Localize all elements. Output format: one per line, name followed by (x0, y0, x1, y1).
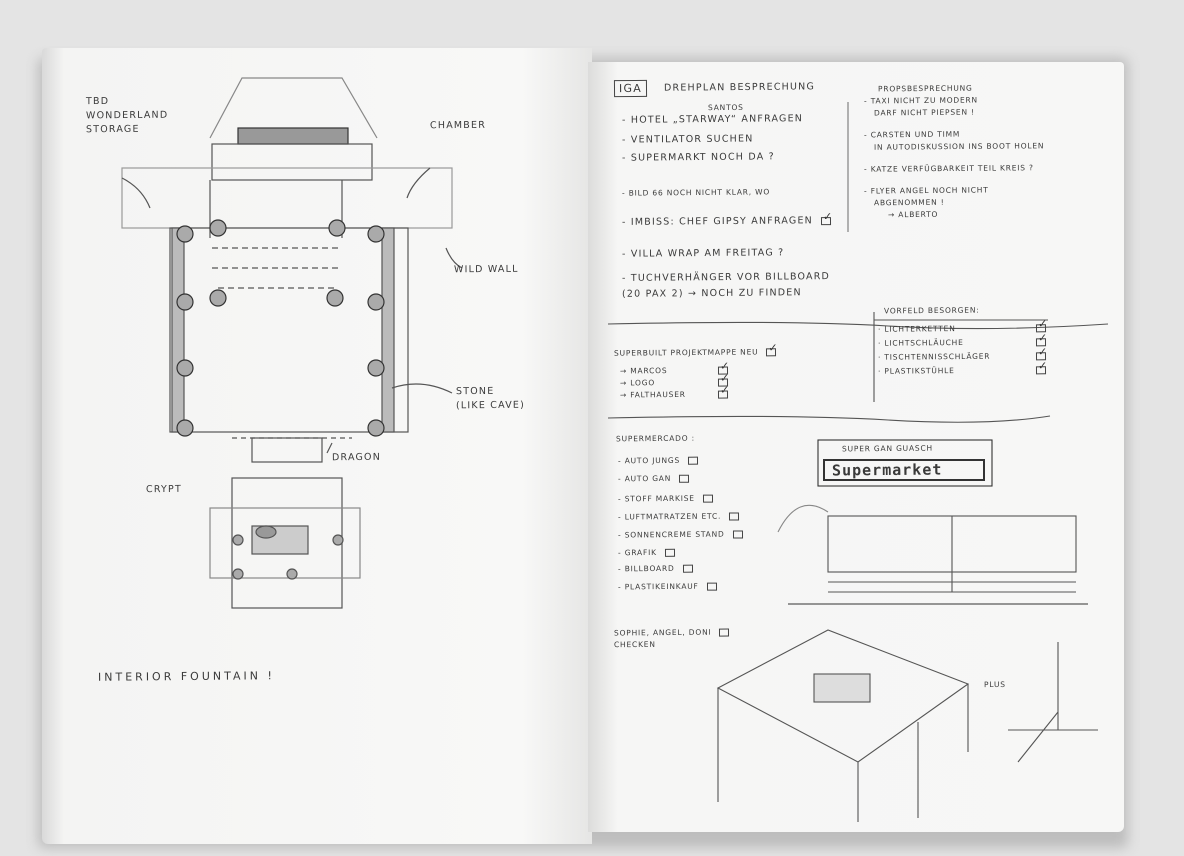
right-page: IGA DREHPLAN BESPRECHUNG SANTOS - HOTEL … (588, 62, 1124, 832)
props-item: → ALBERTO (887, 209, 939, 220)
supermercado-item: - SONNENCREME STAND (617, 529, 743, 540)
label-wonderland: WONDERLAND (85, 109, 169, 122)
checkbox-empty (706, 582, 717, 591)
note-item: - SUPERMARKT NOCH DA ? (621, 151, 775, 164)
vorfeld-item-text: · TISCHTENNISSCHLÄGER (877, 351, 991, 362)
superbuilt-item-text: → FALTHAUSER (619, 389, 686, 400)
label-wild-wall: WILD WALL (453, 263, 519, 276)
checkbox-empty (719, 628, 730, 637)
checkbox-empty (682, 564, 693, 573)
supermercado-item-text: - LUFTMATRATZEN ETC. (617, 511, 722, 522)
checkbox-checked (717, 390, 729, 399)
note-item: - TUCHVERHÄNGER VOR BILLBOARD (621, 271, 831, 284)
label-dragon: DRAGON (331, 451, 382, 464)
supermercado-item-text: - AUTO GAN (617, 473, 672, 484)
props-item: IN AUTODISKUSSION INS BOOT HOLEN (873, 141, 1045, 152)
superbuilt-item: → MARCOS (619, 366, 729, 376)
label-like-cave: (LIKE CAVE) (455, 399, 526, 412)
note-item: - IMBISS: CHEF GIPSY ANFRAGEN (622, 215, 831, 228)
superbuilt-item-text: → LOGO (619, 378, 656, 388)
checkbox-checked (766, 348, 777, 357)
vorfeld-item: · LICHTSCHLÄUCHE (877, 337, 1047, 348)
note-text: - IMBISS: CHEF GIPSY ANFRAGEN (621, 215, 813, 228)
note-item: - BILD 66 NOCH NICHT KLAR, WO (621, 187, 771, 198)
supermercado-item-text: - PLASTIKEINKAUF (617, 581, 699, 592)
props-title: PROPSBESPRECHUNG (877, 83, 973, 94)
label-tbd: TBD (85, 95, 110, 108)
checkbox-empty (732, 530, 743, 539)
note-item: - VENTILATOR SUCHEN (621, 133, 754, 146)
crew-note-text: SOPHIE, ANGEL, DONI (613, 627, 712, 638)
floor-plan-sketch (121, 77, 463, 609)
vorfeld-item: · PLASTIKSTÜHLE (877, 365, 1047, 376)
sketch-label: PLUS (983, 679, 1006, 690)
supermercado-item: - GRAFIK (618, 548, 675, 557)
title-box: IGA (613, 79, 647, 98)
left-page: TBD WONDERLAND STORAGE CHAMBER WILD WALL… (42, 48, 592, 844)
page-title: DREHPLAN BESPRECHUNG (663, 81, 816, 94)
vorfeld-item: · LICHTERKETTEN (877, 323, 1047, 334)
vorfeld-item-text: · LICHTERKETTEN (877, 324, 956, 334)
vorfeld-item: · TISCHTENNISSCHLÄGER (877, 351, 1047, 362)
sign-main: Supermarket (831, 460, 943, 480)
supermercado-item-text: - GRAFIK (617, 547, 657, 558)
supermercado-item-text: - AUTO JUNGS (617, 455, 681, 466)
supermercado-title: SUPERMERCADO : (615, 433, 695, 444)
supermercado-item: - LUFTMATRATZEN ETC. (617, 511, 740, 522)
label-interior-fountain: INTERIOR FOUNTAIN ! (97, 669, 275, 684)
label-stone: STONE (455, 385, 495, 398)
vorfeld-title: VORFELD BESORGEN: (883, 305, 980, 316)
note-above-santos: SANTOS (707, 102, 744, 113)
label-storage: STORAGE (85, 123, 140, 136)
supermercado-item: - BILLBOARD (617, 563, 693, 574)
supermercado-item: - PLASTIKEINKAUF (617, 581, 717, 592)
supermercado-item-text: - BILLBOARD (617, 563, 675, 574)
superbuilt-title-text: SUPERBUILT PROJEKTMAPPE NEU (613, 347, 759, 358)
checkbox-checked (1035, 366, 1047, 375)
superbuilt-item-text: → MARCOS (619, 366, 668, 376)
crew-note-line2: CHECKEN (613, 639, 656, 650)
checkbox-empty (702, 494, 713, 503)
props-item: DARF NICHT PIEPSEN ! (873, 107, 975, 118)
note-item: - HOTEL „STARWAY“ ANFRAGEN (621, 113, 804, 126)
props-item: - FLYER ANGEL NOCH NICHT (863, 185, 989, 196)
superbuilt-item: → LOGO (619, 378, 729, 388)
sign-top: SUPER GAN GUASCH (841, 443, 933, 454)
supermercado-item: - AUTO JUNGS (617, 455, 699, 466)
note-item: - VILLA WRAP AM FREITAG ? (621, 247, 785, 260)
supermercado-item: - STOFF MARKISE (617, 493, 713, 504)
checkbox-checked (820, 216, 831, 225)
crew-note: SOPHIE, ANGEL, DONI (613, 627, 730, 638)
supermercado-item-text: - STOFF MARKISE (617, 493, 695, 504)
note-item: (20 PAX 2) → NOCH ZU FINDEN (621, 287, 802, 300)
supermercado-item-text: - SONNENCREME STAND (617, 529, 725, 540)
props-item: - KATZE VERFÜGBARKEIT TEIL KREIS ? (863, 163, 1034, 174)
right-page-sketches (607, 102, 1109, 822)
vorfeld-item-text: · LICHTSCHLÄUCHE (877, 337, 964, 348)
label-crypt: CRYPT (145, 483, 183, 496)
label-chamber: CHAMBER (429, 119, 487, 132)
supermercado-item: - AUTO GAN (617, 473, 690, 484)
vorfeld-item-text: · PLASTIKSTÜHLE (877, 366, 955, 376)
checkbox-empty (679, 474, 690, 483)
checkbox-empty (729, 512, 740, 521)
checkbox-empty (688, 456, 699, 465)
props-item: - CARSTEN UND TIMM (863, 129, 961, 140)
superbuilt-title: SUPERBUILT PROJEKTMAPPE NEU (613, 347, 777, 358)
superbuilt-item: → FALTHAUSER (619, 389, 729, 400)
props-item: - TAXI NICHT ZU MODERN (863, 95, 978, 106)
checkbox-empty (664, 548, 675, 557)
props-item: ABGENOMMEN ! (873, 197, 945, 208)
